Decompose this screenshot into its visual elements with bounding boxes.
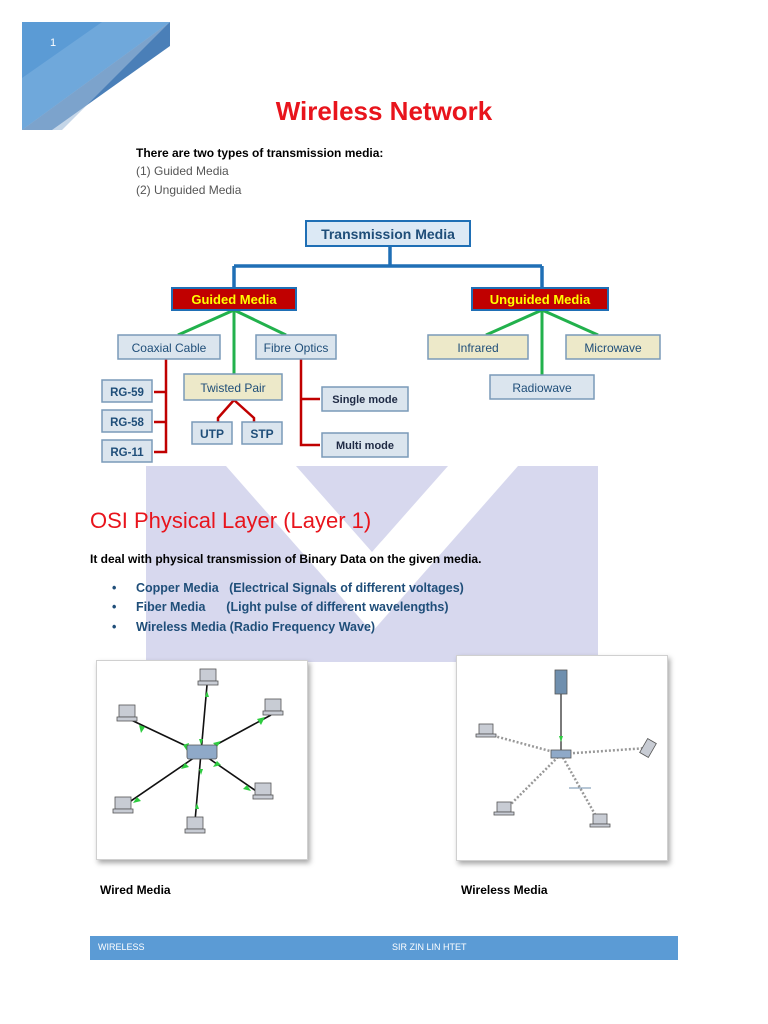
tm-stp-label: STP	[250, 427, 273, 441]
page-number: 1	[50, 37, 57, 49]
corner-decoration	[22, 22, 170, 130]
bullet-item: •Copper Media (Electrical Signals of dif…	[112, 581, 464, 595]
transmission-media-diagram: Transmission Media Guided Media Unguided…	[101, 220, 661, 463]
wired-network-image	[96, 660, 308, 860]
tm-twisted-label: Twisted Pair	[200, 381, 265, 395]
tm-infrared-label: Infrared	[457, 341, 498, 355]
wireless-network-image	[456, 655, 668, 861]
wireless-media-caption: Wireless Media	[461, 883, 548, 897]
bullet-item: •Wireless Media (Radio Frequency Wave)	[112, 620, 376, 634]
bullet-text: Fiber Media (Light pulse of different wa…	[136, 600, 449, 614]
intro-heading: There are two types of transmission medi…	[136, 146, 384, 160]
osi-description: It deal with physical transmission of Bi…	[90, 552, 482, 566]
osi-section-title: OSI Physical Layer (Layer 1)	[90, 508, 372, 533]
watermark-logo	[146, 466, 598, 662]
intro-list-item: (2) Unguided Media	[136, 183, 242, 197]
tm-root-label: Transmission Media	[321, 226, 455, 242]
tm-multi-label: Multi mode	[336, 440, 394, 452]
tm-rg11-label: RG-11	[110, 447, 144, 459]
document-title: Wireless Network	[275, 96, 493, 126]
footer-author-text: SIR ZIN LIN HTET	[392, 942, 467, 952]
tm-unguided-label: Unguided Media	[490, 292, 591, 307]
wired-media-caption: Wired Media	[100, 883, 171, 897]
page-footer: WIRELESS SIR ZIN LIN HTET	[90, 936, 678, 960]
intro-list-item: (1) Guided Media	[136, 164, 229, 178]
tm-single-label: Single mode	[332, 394, 397, 406]
tm-radiowave-label: Radiowave	[512, 381, 572, 395]
tm-guided-label: Guided Media	[191, 292, 277, 307]
bullet-text: Copper Media (Electrical Signals of diff…	[136, 581, 464, 595]
tm-rg59-label: RG-59	[110, 387, 144, 399]
footer-left-text: WIRELESS	[98, 942, 145, 952]
bullet-item: •Fiber Media (Light pulse of different w…	[112, 600, 449, 614]
tm-microwave-label: Microwave	[584, 341, 642, 355]
tm-utp-label: UTP	[200, 427, 224, 441]
tm-fibre-label: Fibre Optics	[264, 341, 329, 355]
tm-rg58-label: RG-58	[110, 417, 144, 429]
tm-coaxial-label: Coaxial Cable	[132, 341, 207, 355]
bullet-text: Wireless Media (Radio Frequency Wave)	[136, 620, 376, 634]
